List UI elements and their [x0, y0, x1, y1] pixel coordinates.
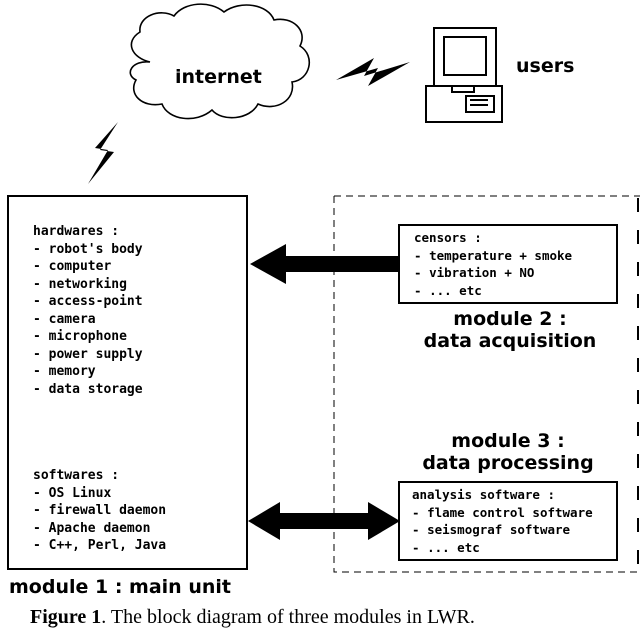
internet-cloud-icon — [129, 3, 311, 120]
sensor-item: vibration + NO — [414, 264, 572, 282]
users-label: users — [516, 55, 575, 77]
analysis-heading: analysis software : — [412, 487, 555, 502]
hardware-item: data storage — [33, 381, 143, 399]
computer-icon — [425, 27, 503, 123]
hardware-item: computer — [33, 258, 143, 276]
software-list: OS Linux firewall daemon Apache daemon C… — [33, 485, 166, 555]
module2-title-line2: data acquisition — [423, 330, 597, 352]
analysis-item: flame control software — [412, 504, 593, 522]
hardware-heading: hardwares : — [33, 224, 120, 239]
software-item: Apache daemon — [33, 520, 166, 538]
hardware-item: memory — [33, 363, 143, 381]
hardware-item: power supply — [33, 346, 143, 364]
figure-caption-label: Figure 1 — [30, 606, 102, 628]
module2-title: module 2 : data acquisition — [404, 308, 616, 352]
module1-title: module 1 : main unit — [9, 576, 231, 598]
figure-caption-text: . The block diagram of three modules in … — [101, 606, 475, 628]
module2-title-line1: module 2 : — [453, 308, 567, 330]
hardware-list: robot's body computer networking access-… — [33, 241, 143, 399]
sensor-list: temperature + smoke vibration + NO ... e… — [414, 247, 572, 300]
hardware-item: access-point — [33, 293, 143, 311]
sensor-item: temperature + smoke — [414, 247, 572, 265]
arrow-module1-module3-bidirectional — [248, 502, 400, 540]
wireless-link-main-icon — [88, 122, 118, 184]
wireless-link-users-icon — [336, 58, 410, 86]
software-heading: softwares : — [33, 468, 120, 483]
software-item: OS Linux — [33, 485, 166, 503]
module3-title: module 3 : data processing — [398, 430, 618, 474]
sensor-heading: censors : — [414, 230, 482, 245]
hardware-item: camera — [33, 311, 143, 329]
dashed-module-container — [333, 195, 640, 573]
hardware-section: hardwares : robot's body computer networ… — [33, 223, 143, 398]
software-section: softwares : OS Linux firewall daemon Apa… — [33, 467, 166, 555]
arrow-module2-to-module1 — [250, 244, 398, 284]
software-item: firewall daemon — [33, 502, 166, 520]
analysis-list: flame control software seismograf softwa… — [412, 504, 593, 557]
analysis-item: ... etc — [412, 539, 593, 557]
hardware-item: robot's body — [33, 241, 143, 259]
sensor-item: ... etc — [414, 282, 572, 300]
internet-label: internet — [175, 66, 262, 88]
module2-sensor-box: censors : temperature + smoke vibration … — [398, 224, 618, 304]
figure-caption: Figure 1. The block diagram of three mod… — [30, 606, 475, 629]
module1-main-unit-box: hardwares : robot's body computer networ… — [7, 195, 248, 570]
module3-analysis-box: analysis software : flame control softwa… — [398, 481, 618, 561]
module3-title-line1: module 3 : — [451, 430, 565, 452]
hardware-item: networking — [33, 276, 143, 294]
software-item: C++, Perl, Java — [33, 537, 166, 555]
module3-title-line2: data processing — [422, 452, 594, 474]
hardware-item: microphone — [33, 328, 143, 346]
analysis-item: seismograf software — [412, 521, 593, 539]
